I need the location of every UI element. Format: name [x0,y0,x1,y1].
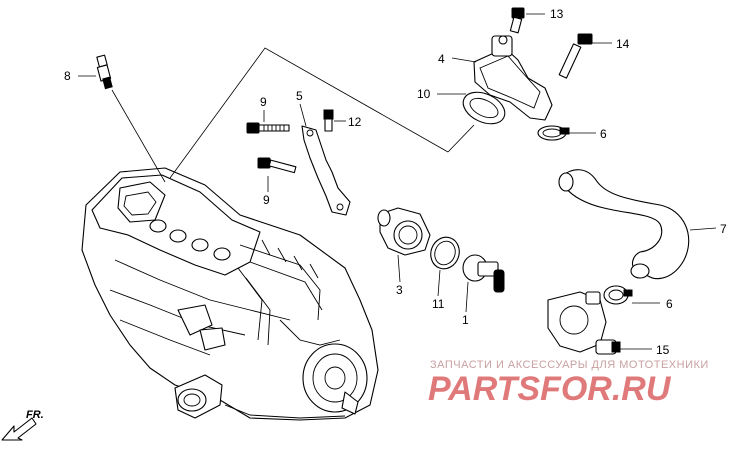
callout-10: 10 [417,87,431,101]
hose-clamp-upper [537,125,570,141]
front-label: FR. [26,409,44,421]
spark-plug [96,54,113,90]
o-ring [430,236,460,270]
thermostat-housing [377,207,431,256]
callout-15: 15 [656,343,670,357]
coolant-hose [558,169,690,280]
callout-6-lower: 6 [666,297,673,311]
callout-9-upper: 9 [260,95,267,109]
leader-lines [78,13,717,350]
callout-3: 3 [396,283,403,297]
callout-13: 13 [550,7,564,21]
bolt-9-upper [246,122,290,134]
callout-5: 5 [296,89,303,103]
callout-1: 1 [462,313,469,327]
callout-11: 11 [432,297,445,311]
engine-cylinder-head [81,167,379,421]
bolt-13 [509,7,525,34]
watermark: ЗАПЧАСТИ И АКСЕССУАРЫ ДЛЯ МОТОТЕХНИКИ PA… [428,359,709,408]
callout-labels: 8 9 9 5 12 10 4 13 14 6 7 6 15 3 11 1 [64,7,727,357]
front-arrow-icon [1,417,37,441]
hose-clamp-lower [603,285,633,305]
bracket [301,125,351,216]
callout-6-upper: 6 [600,127,607,141]
bolt-12 [323,109,334,132]
callout-12: 12 [348,115,362,129]
thermostat [462,254,505,293]
watermark-logo: PARTSFOR.RU [428,370,672,408]
callout-9-lower: 9 [263,193,270,207]
watermark-tagline: ЗАПЧАСТИ И АКСЕССУАРЫ ДЛЯ МОТОТЕХНИКИ [430,359,709,371]
callout-14: 14 [616,37,630,51]
gasket [462,91,506,125]
callout-7: 7 [720,222,727,236]
bolt-9-lower [257,157,297,174]
callout-8: 8 [64,69,71,83]
callout-4: 4 [438,52,445,66]
front-direction-indicator: FR. [1,409,44,441]
bolt-14 [558,33,593,79]
water-outlet-housing [473,35,553,121]
water-pipe-fitting [547,291,621,355]
